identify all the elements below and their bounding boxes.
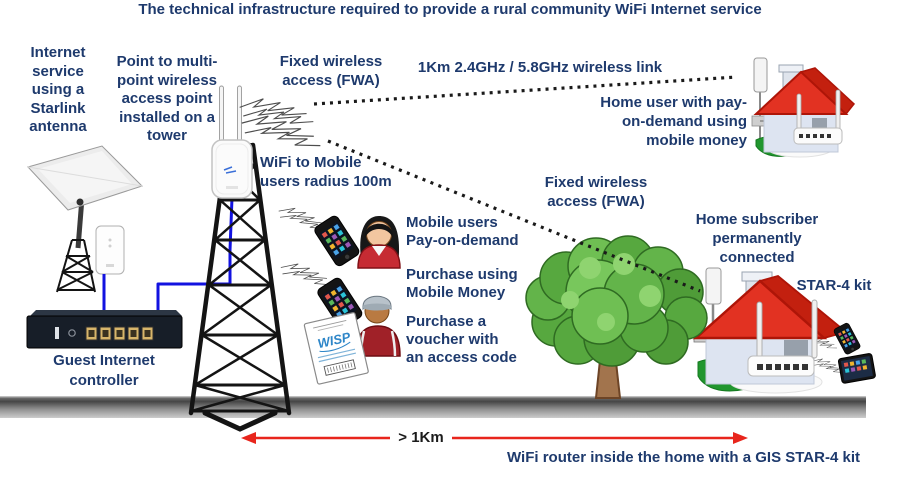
controller-icon xyxy=(26,310,183,349)
wireless-dotted-line xyxy=(313,75,738,106)
satellite-dish-icon xyxy=(27,145,143,293)
tablet-icon xyxy=(837,353,876,384)
signal-zigzag-icon xyxy=(238,97,315,125)
bottom-note-label: WiFi router inside the home with a GIS S… xyxy=(507,449,860,466)
fwa-right-label: Fixed wireless access (FWA) xyxy=(544,174,648,210)
purchase-voucher-label: Purchase a voucher with an access code xyxy=(406,313,517,366)
mobile-users-label: Mobile users Pay-on-demand xyxy=(406,214,519,249)
voucher-brand-text: WISP xyxy=(316,329,352,351)
ground xyxy=(0,396,866,418)
wireless-link-label: 1Km 2.4GHz / 5.8GHz wireless link xyxy=(417,59,663,76)
distance-label: > 1Km xyxy=(398,429,444,446)
purchase-mobile-money-label: Purchase using Mobile Money xyxy=(406,266,518,301)
smartphone-icon xyxy=(312,213,362,269)
voucher-card: WISP xyxy=(303,312,369,385)
wireless-dotted-line xyxy=(327,139,701,293)
access-point-icon xyxy=(211,85,253,199)
distance-arrow-icon xyxy=(241,432,748,444)
star4-kit-label: STAR-4 kit xyxy=(796,277,872,294)
home-subscriber-label: Home subscriber permanently connected xyxy=(695,211,819,266)
starlink-service-label: Internet service using a Starlink antenn… xyxy=(29,44,87,135)
person-icon xyxy=(357,216,401,269)
controller-label: Guest Internet controller xyxy=(53,352,155,389)
tree-icon xyxy=(525,235,708,399)
wifi-mobile-label: WiFi to Mobile users radius 100m xyxy=(260,154,392,190)
fwa-top-label: Fixed wireless access (FWA) xyxy=(279,53,383,89)
home-user-label: Home user with pay- on-demand using mobi… xyxy=(600,94,747,149)
diagram-title: The technical infrastructure required to… xyxy=(138,1,762,18)
house-icon xyxy=(751,57,856,158)
starlink-router-icon xyxy=(95,225,125,275)
signal-zigzag-icon xyxy=(278,260,334,287)
access-point-label: Point to multi- point wireless access po… xyxy=(116,53,218,145)
house-icon xyxy=(692,267,848,394)
